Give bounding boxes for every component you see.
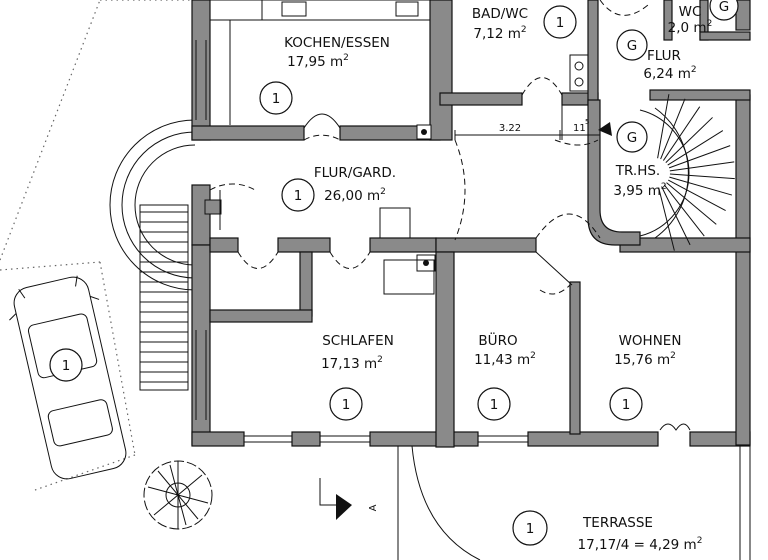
room-wc: WC 2,0 m2 G: [668, 0, 739, 36]
svg-text:G: G: [627, 130, 637, 146]
svg-text:11,43 m2: 11,43 m2: [474, 351, 536, 368]
spiral-tread: [662, 106, 701, 161]
svg-text:A: A: [368, 504, 379, 511]
svg-text:11: 11: [573, 123, 586, 134]
windows: [195, 40, 528, 443]
spiral-tread: [667, 130, 724, 166]
svg-text:15,76 m2: 15,76 m2: [614, 351, 676, 368]
room-schlafen: SCHLAFEN 17,13 m2 1: [321, 333, 394, 421]
section-marker: A: [319, 478, 379, 520]
columns: [204, 124, 436, 272]
spiral-tread: [669, 161, 735, 172]
entrance-curves: [109, 119, 196, 291]
spiral-tread: [666, 182, 717, 225]
terrace: [397, 445, 751, 560]
room-bad: BAD/WC 7,12 m2 1: [472, 5, 577, 42]
dimension-line: 3.22 11 5: [454, 118, 612, 140]
svg-text:17,17/4 = 4,29 m2: 17,17/4 = 4,29 m2: [578, 536, 703, 553]
room-flur-small: FLUR 6,24 m2 G: [616, 29, 697, 82]
svg-text:17,13 m2: 17,13 m2: [321, 355, 383, 372]
spiral-stair: [639, 94, 735, 251]
outside-stair: [139, 204, 189, 391]
fixtures: [379, 54, 589, 295]
svg-text:FLUR: FLUR: [647, 48, 681, 64]
svg-text:17,95 m2: 17,95 m2: [287, 53, 349, 70]
room-buero: BÜRO 11,43 m2 1: [474, 331, 536, 421]
svg-text:KOCHEN/ESSEN: KOCHEN/ESSEN: [284, 35, 390, 51]
svg-text:TERRASSE: TERRASSE: [582, 515, 653, 531]
spiral-tread: [661, 186, 691, 246]
svg-text:26,00 m2: 26,00 m2: [324, 187, 386, 204]
svg-text:TR.HS.: TR.HS.: [615, 163, 660, 179]
kitchen-counter: [209, 0, 431, 125]
svg-text:7,12 m2: 7,12 m2: [473, 25, 526, 42]
svg-text:1: 1: [622, 397, 631, 413]
car-mark: 1: [49, 348, 83, 382]
svg-text:1: 1: [556, 15, 565, 31]
svg-text:BÜRO: BÜRO: [478, 331, 517, 349]
spiral-tread: [657, 94, 670, 159]
svg-text:3.22: 3.22: [499, 123, 521, 134]
spiral-tread: [669, 173, 735, 180]
room-kochen: KOCHEN/ESSEN 17,95 m2 1: [259, 35, 390, 115]
site-boundary: [0, 0, 195, 491]
svg-text:2,0 m2: 2,0 m2: [668, 19, 713, 36]
svg-text:3,95 m2: 3,95 m2: [613, 182, 666, 199]
svg-text:WC: WC: [679, 4, 702, 20]
svg-text:1: 1: [62, 358, 71, 374]
room-trhs: TR.HS. 3,95 m2 G: [613, 121, 667, 199]
svg-text:6,24 m2: 6,24 m2: [643, 65, 696, 82]
tree-icon: [143, 460, 213, 530]
svg-text:BAD/WC: BAD/WC: [472, 6, 528, 22]
svg-text:5: 5: [585, 118, 589, 126]
room-flur: FLUR/GARD. 26,00 m2 1: [281, 165, 396, 212]
svg-text:1: 1: [342, 397, 351, 413]
svg-text:1: 1: [294, 188, 303, 204]
spiral-tread: [668, 179, 726, 211]
spiral-tread: [663, 184, 705, 237]
svg-text:1: 1: [526, 521, 535, 537]
svg-text:G: G: [627, 38, 637, 54]
svg-text:WOHNEN: WOHNEN: [619, 333, 682, 349]
svg-text:G: G: [719, 0, 729, 15]
spiral-tread: [668, 145, 731, 169]
doors: [209, 0, 691, 431]
spiral-tread: [669, 176, 733, 196]
spiral-tread: [660, 98, 686, 160]
spiral-tread: [658, 187, 675, 251]
svg-text:1: 1: [272, 91, 281, 107]
room-terrasse: TERRASSE 17,17/4 = 4,29 m2 1: [512, 510, 703, 553]
room-wohnen: WOHNEN 15,76 m2 1: [609, 333, 682, 421]
svg-text:1: 1: [490, 397, 499, 413]
svg-text:FLUR/GARD.: FLUR/GARD.: [314, 165, 396, 181]
spiral-tread: [665, 117, 713, 163]
svg-text:SCHLAFEN: SCHLAFEN: [322, 333, 394, 349]
